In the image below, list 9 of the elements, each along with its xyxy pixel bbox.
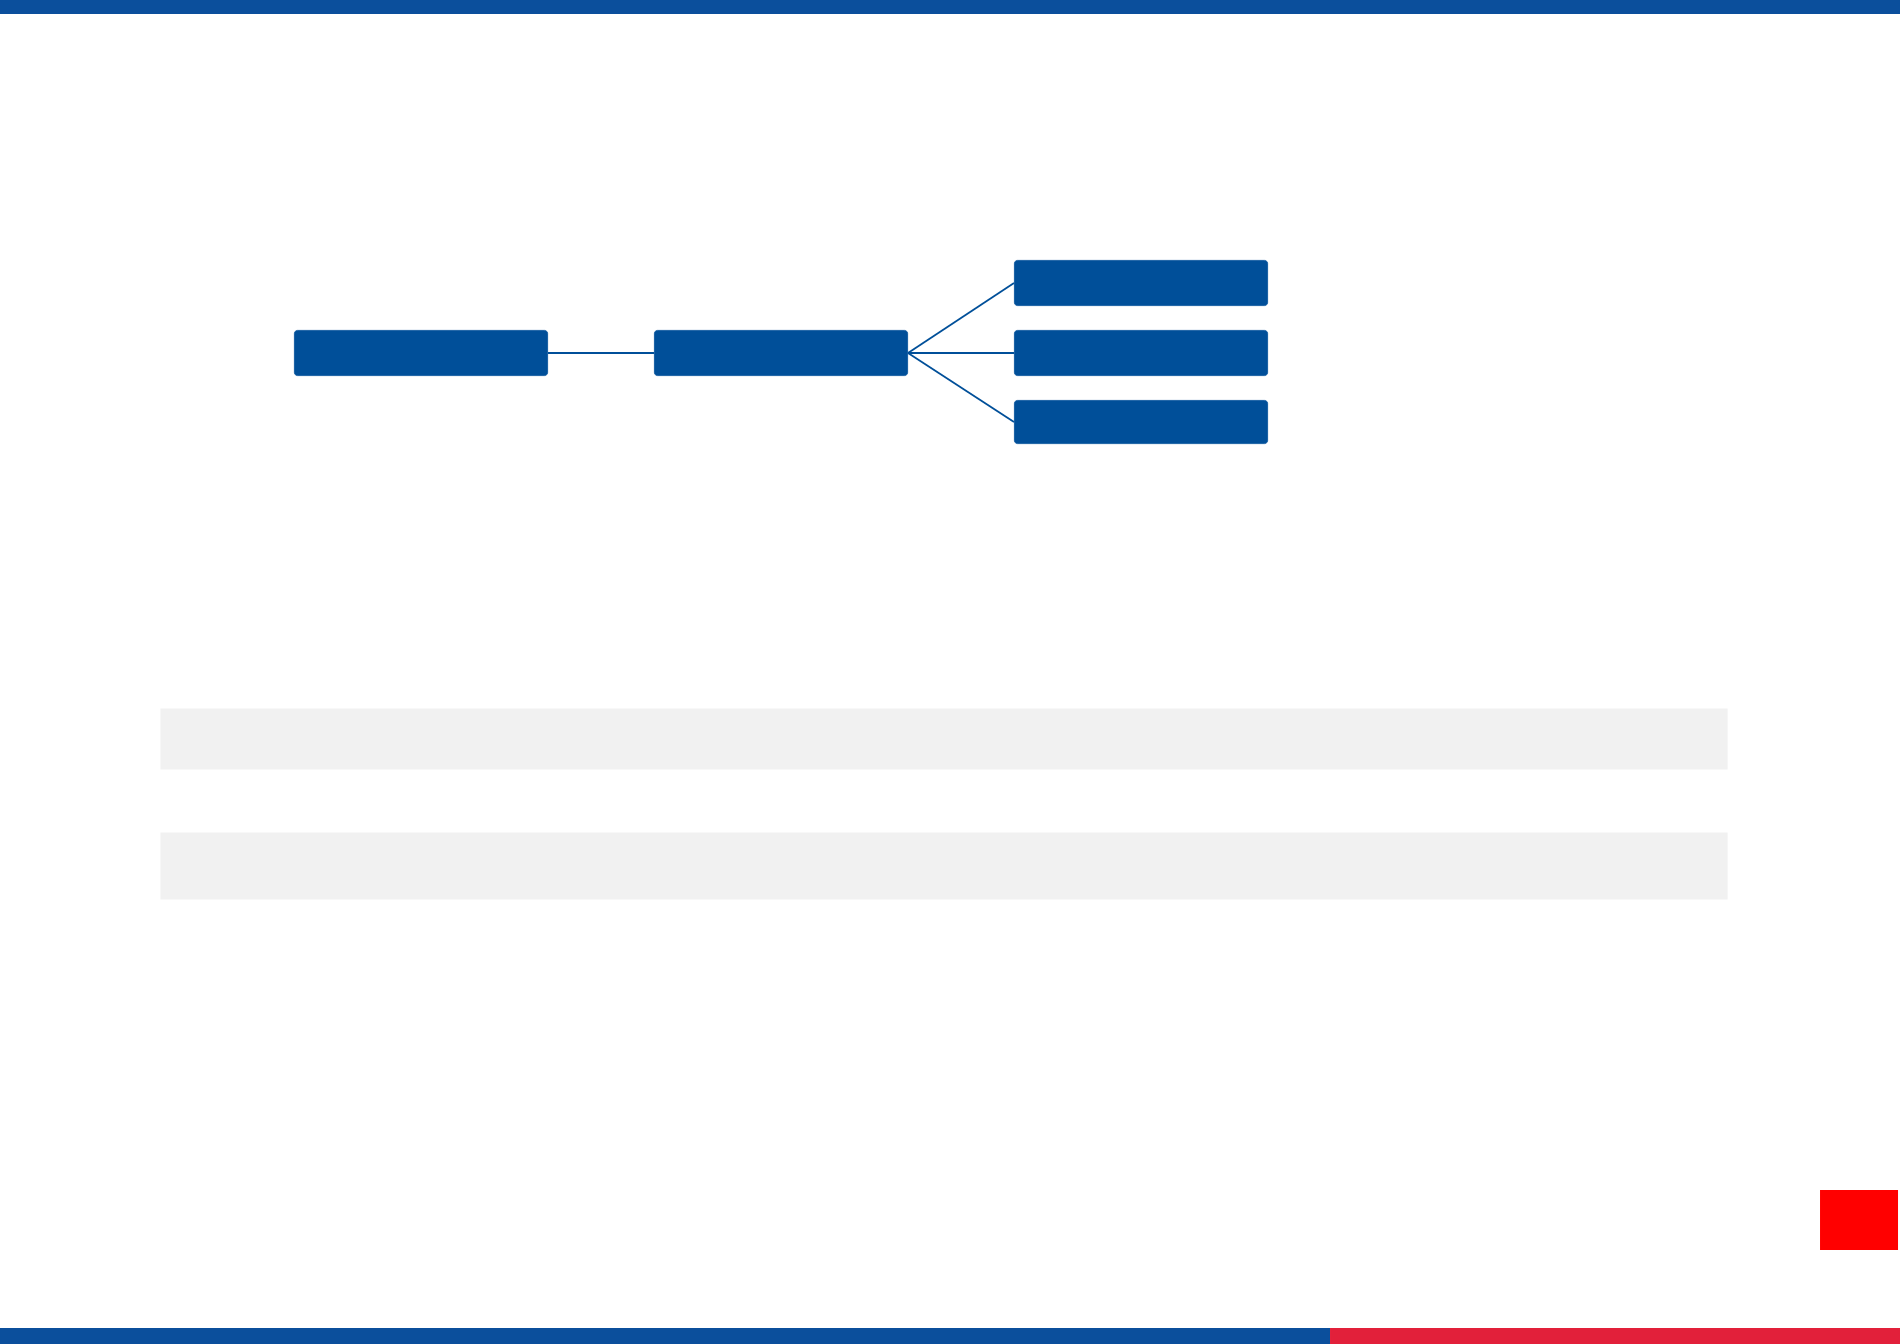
flow-box [654,330,908,376]
connector-line [907,282,1015,354]
flow-box [1014,330,1268,376]
flow-box [1014,260,1268,306]
connector-line [907,352,1015,423]
connector-line [547,352,655,354]
flow-box [294,330,548,376]
connector-line [907,352,1015,354]
flow-box [1014,400,1268,444]
